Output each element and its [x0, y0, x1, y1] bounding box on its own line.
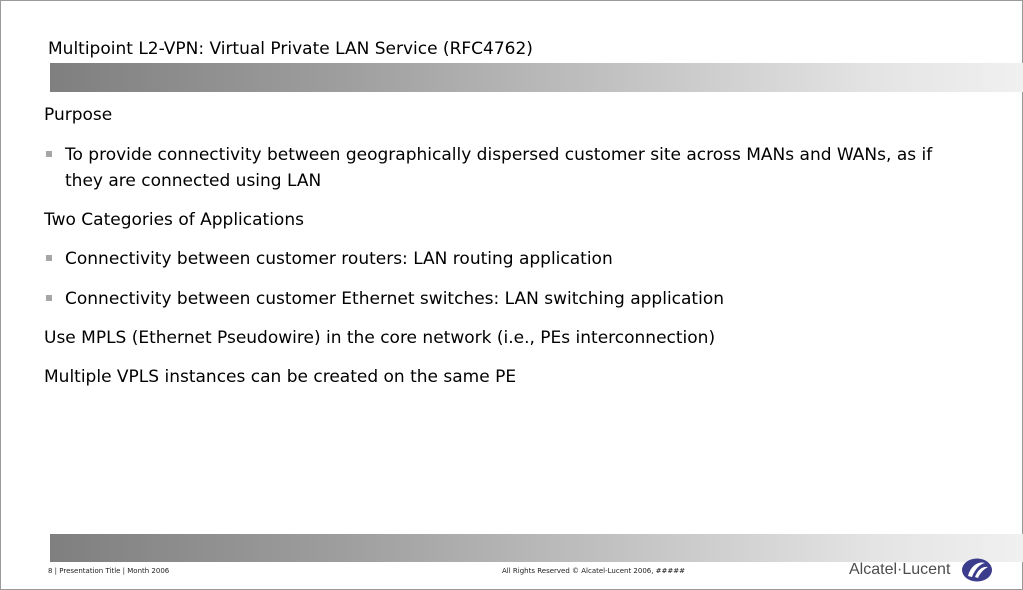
bullet-item-purpose: To provide connectivity between geograph… [44, 142, 954, 194]
logo-wordmark: Alcatel·Lucent [849, 561, 951, 578]
slide-title: Multipoint L2-VPN: Virtual Private LAN S… [48, 39, 533, 59]
square-bullet-icon [46, 295, 52, 301]
square-bullet-icon [46, 255, 52, 261]
footer-slide-info: 8 | Presentation Title | Month 2006 [48, 567, 170, 575]
line-instances: Multiple VPLS instances can be created o… [44, 367, 517, 387]
square-bullet-icon [46, 151, 52, 157]
heading-purpose: Purpose [44, 105, 113, 125]
company-logo: Alcatel·Lucent [849, 557, 999, 583]
line-mpls: Use MPLS (Ethernet Pseudowire) in the co… [44, 328, 716, 348]
heading-categories: Two Categories of Applications [44, 210, 304, 230]
title-gradient-bar [50, 63, 1023, 92]
logo-swirl-icon [961, 557, 993, 587]
footer-gradient-bar [50, 534, 1023, 562]
bullet-item-routing: Connectivity between customer routers: L… [44, 246, 954, 272]
bullet-text: To provide connectivity between geograph… [65, 145, 933, 191]
bullet-text: Connectivity between customer routers: L… [65, 249, 613, 269]
bullet-item-switching: Connectivity between customer Ethernet s… [44, 286, 954, 312]
bullet-text: Connectivity between customer Ethernet s… [65, 289, 724, 309]
footer-copyright: All Rights Reserved © Alcatel-Lucent 200… [502, 567, 685, 575]
